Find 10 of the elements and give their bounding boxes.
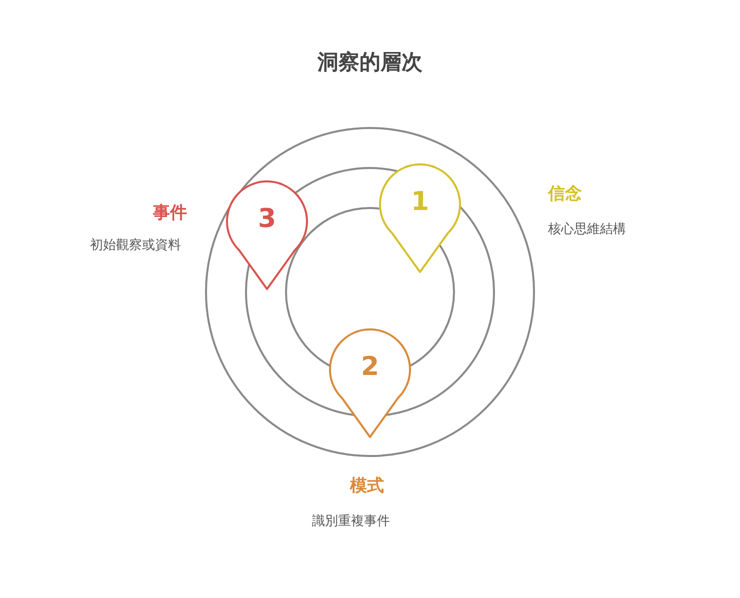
pin-number: 2 bbox=[360, 352, 380, 382]
pin-number: 1 bbox=[410, 187, 430, 217]
pin-number: 3 bbox=[256, 204, 278, 234]
level-heading: 模式 bbox=[350, 475, 384, 497]
level-description: 識別重複事件 bbox=[312, 513, 390, 530]
level-heading: 事件 bbox=[153, 202, 187, 224]
diagram-title: 洞察的層次 bbox=[316, 49, 424, 76]
level-description: 初始觀察或資料 bbox=[90, 237, 181, 254]
level-description: 核心思維結構 bbox=[548, 221, 626, 238]
level-heading: 信念 bbox=[548, 183, 582, 205]
